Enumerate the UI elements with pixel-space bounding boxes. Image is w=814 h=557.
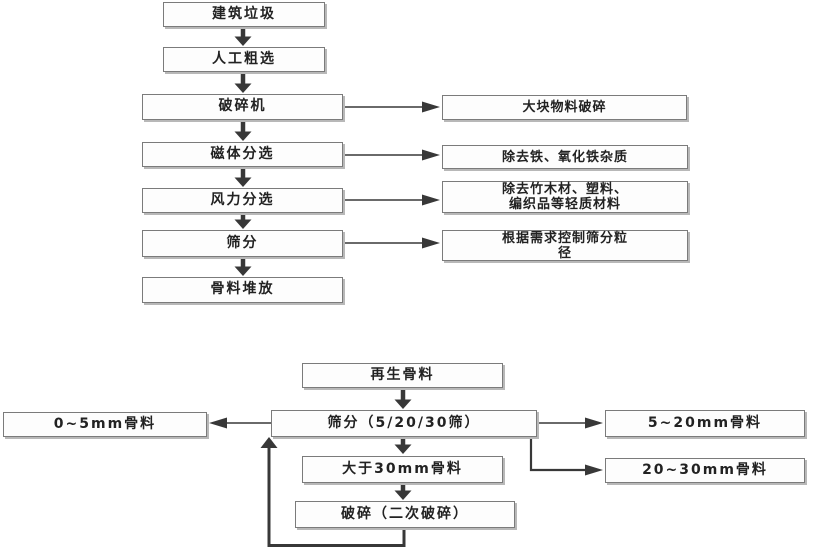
note-screening-line-2: 径 bbox=[557, 245, 572, 261]
note-screening: 根据需求控制筛分粒 径 bbox=[442, 230, 688, 261]
arrow-screening-to-stacking bbox=[234, 257, 252, 276]
node-screening: 筛分 bbox=[142, 230, 343, 257]
node-construction-waste: 建筑垃圾 bbox=[163, 2, 325, 27]
node-manual-rough-sorting: 人工粗选 bbox=[163, 47, 325, 72]
arrow-air-to-screening bbox=[234, 213, 252, 229]
note-screening-line-1: 根据需求控制筛分粒 bbox=[501, 230, 628, 246]
connector-sieve-to-5-20mm bbox=[537, 417, 603, 429]
arrow-crusher-to-magnetic bbox=[234, 120, 252, 141]
connector-sieve-to-20-30mm bbox=[529, 437, 603, 476]
node-magnetic-separation: 磁体分选 bbox=[142, 142, 343, 167]
arrow-construction-to-manual bbox=[234, 27, 252, 46]
arrow-recycled-to-sieve bbox=[394, 388, 412, 409]
note-air-separation: 除去竹木材、塑料、 编织品等轻质材料 bbox=[442, 181, 688, 213]
connector-sieve-to-0-5mm bbox=[209, 417, 271, 429]
connector-magnetic-note bbox=[343, 149, 440, 161]
connector-air-note bbox=[343, 194, 440, 206]
note-air-line-2: 编织品等轻质材料 bbox=[508, 197, 621, 212]
node-over-30mm: 大于30mm骨料 bbox=[302, 456, 503, 483]
connector-screening-note bbox=[343, 237, 440, 249]
arrow-manual-to-crusher bbox=[234, 72, 252, 93]
arrow-over30-to-crushing bbox=[394, 483, 412, 500]
node-sieve-screening: 筛分（5/20/30筛） bbox=[271, 410, 537, 437]
node-aggregate-5-20mm: 5~20mm骨料 bbox=[605, 410, 805, 437]
note-magnetic-separation: 除去铁、氧化铁杂质 bbox=[442, 145, 688, 169]
node-aggregate-0-5mm: 0~5mm骨料 bbox=[3, 412, 207, 437]
note-air-line-1: 除去竹木材、塑料、 bbox=[501, 182, 628, 197]
node-air-separation: 风力分选 bbox=[142, 188, 343, 213]
node-aggregate-20-30mm: 20~30mm骨料 bbox=[605, 458, 805, 483]
arrow-magnetic-to-air bbox=[234, 167, 252, 187]
node-aggregate-stacking: 骨料堆放 bbox=[142, 277, 343, 303]
node-secondary-crushing: 破碎（二次破碎） bbox=[295, 501, 515, 528]
arrow-sieve-to-over30 bbox=[394, 437, 412, 454]
note-crusher: 大块物料破碎 bbox=[442, 95, 687, 120]
connector-crusher-note bbox=[343, 101, 440, 113]
node-crusher: 破碎机 bbox=[142, 94, 343, 120]
node-recycled-aggregate: 再生骨料 bbox=[302, 363, 503, 388]
connector-crushing-loop-to-sieve bbox=[260, 437, 406, 547]
